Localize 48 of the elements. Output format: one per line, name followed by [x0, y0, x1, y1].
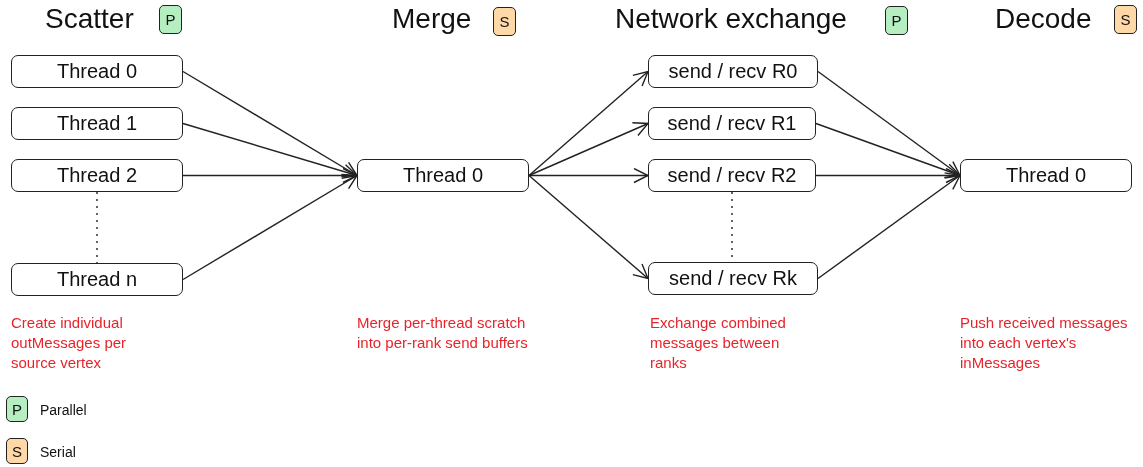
- thread-box: [357, 159, 529, 192]
- thread-box: [11, 107, 183, 140]
- stage-note: Create individual outMessages per source vertex: [11, 313, 128, 373]
- mode-badge: P: [159, 5, 182, 34]
- legend-label: Parallel: [40, 402, 87, 418]
- arrow: [815, 167, 961, 184]
- arrow: [528, 70, 649, 177]
- box-label: send / recv R1: [667, 112, 797, 135]
- arrow: [528, 122, 649, 177]
- box-label: send / recv R2: [667, 164, 797, 187]
- arrow: [182, 122, 358, 179]
- stage-heading: Network exchange: [615, 5, 847, 33]
- thread-box: [648, 159, 816, 192]
- thread-box: [648, 107, 816, 140]
- stage-heading: Decode: [995, 5, 1092, 33]
- thread-box: [11, 55, 183, 88]
- thread-box: [11, 159, 183, 192]
- arrow: [182, 70, 358, 177]
- box-label: send / recv R0: [668, 60, 798, 83]
- arrow: [817, 70, 961, 177]
- box-label: Thread 1: [56, 112, 138, 135]
- box-label: Thread 0: [1005, 164, 1087, 187]
- arrow: [815, 122, 961, 179]
- stage-heading: Scatter: [45, 5, 134, 33]
- mode-badge: P: [885, 6, 908, 35]
- stage-note: Exchange combined messages between ranks: [650, 313, 787, 373]
- thread-box: [960, 159, 1132, 192]
- box-label: send / recv Rk: [669, 267, 797, 290]
- thread-box: [648, 262, 818, 295]
- mode-badge: S: [493, 7, 516, 36]
- stage-heading: Merge: [392, 5, 472, 33]
- stage-note: Push received messages into each vertex's inMessages: [960, 313, 1129, 373]
- stage-note: Merge per-thread scratch into per-rank send buffers: [357, 313, 529, 353]
- thread-box: [648, 55, 818, 88]
- arrow: [528, 167, 649, 184]
- arrow: [528, 174, 649, 280]
- arrow: [817, 174, 961, 280]
- box-label: Thread 2: [56, 164, 138, 187]
- legend-badge: S: [6, 438, 28, 464]
- legend-badge: P: [6, 396, 28, 422]
- box-label: Thread 0: [402, 164, 484, 187]
- box-label: Thread n: [56, 268, 138, 291]
- arrow: [182, 167, 358, 184]
- legend-label: Serial: [40, 444, 76, 460]
- arrow: [182, 174, 358, 281]
- mode-badge: S: [1114, 5, 1137, 34]
- box-label: Thread 0: [56, 60, 138, 83]
- thread-box: [11, 263, 183, 296]
